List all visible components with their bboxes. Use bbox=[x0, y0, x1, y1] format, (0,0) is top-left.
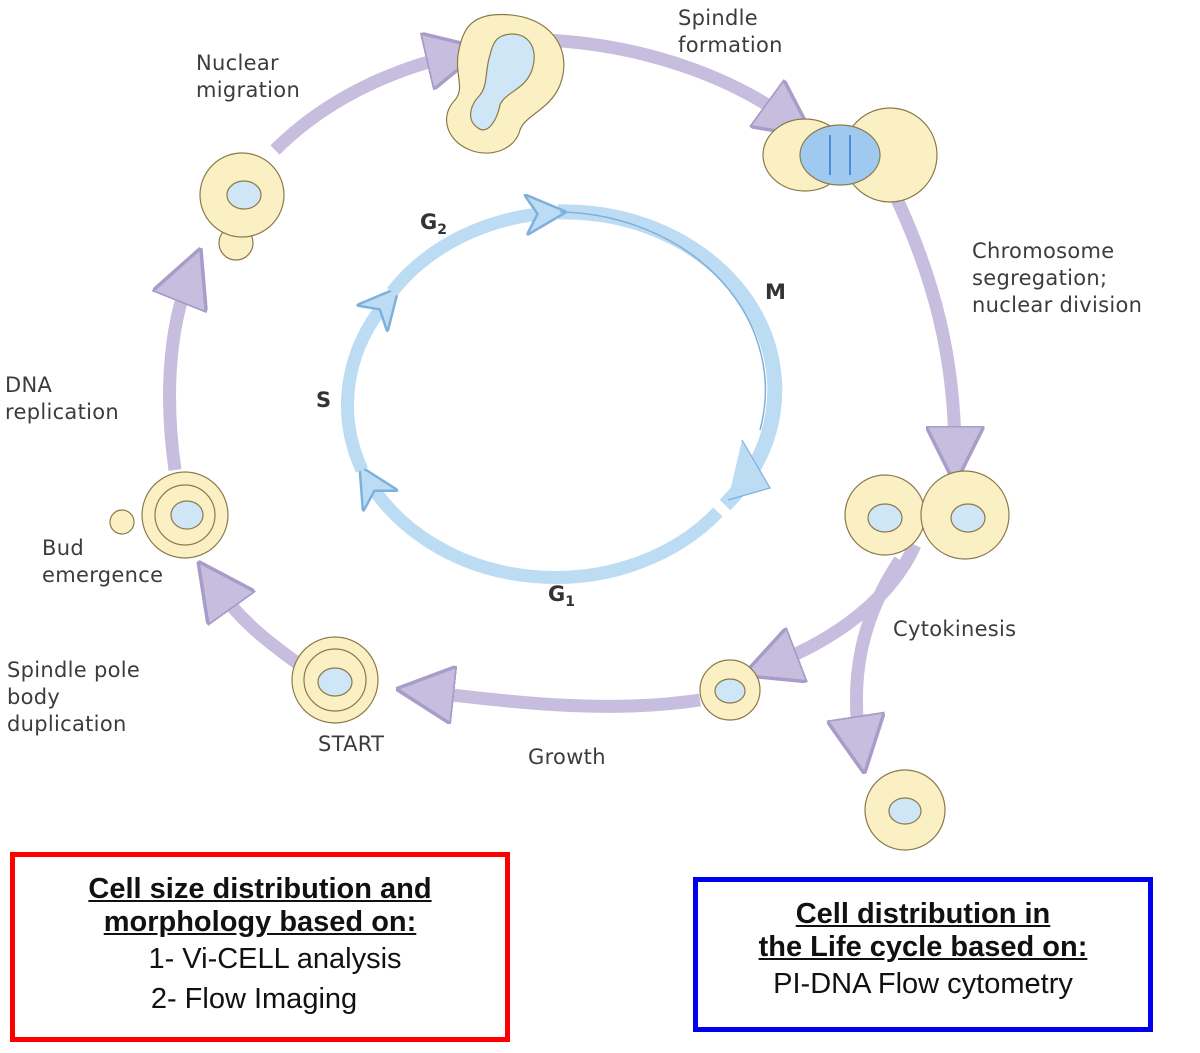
label-line: Bud bbox=[42, 536, 84, 560]
cell-size-method-box: Cell size distribution and morphology ba… bbox=[10, 852, 510, 1042]
phase-label-g2: G2 bbox=[420, 210, 447, 238]
arrow-bud-emergence bbox=[215, 585, 304, 671]
phase-label-s: S bbox=[316, 388, 332, 412]
phase-subscript: 1 bbox=[565, 594, 575, 610]
label-nuclear-migration: Nuclear migration bbox=[196, 50, 300, 104]
arrow-spindle-formation bbox=[544, 33, 790, 120]
label-spindle-formation: Spindle formation bbox=[678, 5, 783, 59]
label-bud-emergence: Bud emergence bbox=[42, 535, 163, 589]
arrow-dna-replication bbox=[170, 275, 190, 471]
label-line: migration bbox=[196, 78, 301, 102]
life-cycle-method-box: Cell distribution in the Life cycle base… bbox=[693, 877, 1153, 1032]
outer-cycle-arrows bbox=[170, 40, 955, 745]
cell-nuclear-migration bbox=[446, 13, 565, 154]
phase-label-m: M bbox=[765, 280, 786, 304]
phase-arc-m bbox=[557, 204, 783, 511]
cell-bud-emergence bbox=[109, 471, 229, 559]
method-item-vicell: 1- Vi-CELL analysis bbox=[148, 943, 402, 975]
label-line: DNA bbox=[5, 373, 53, 397]
cell-budded bbox=[199, 152, 285, 261]
box-heading: the Life cycle based on: bbox=[758, 931, 1088, 963]
box-heading: Cell size distribution and bbox=[88, 873, 432, 905]
label-line: segregation; bbox=[972, 266, 1108, 290]
box-heading: Cell distribution in bbox=[795, 898, 1051, 930]
label-growth: Growth bbox=[528, 745, 606, 769]
cell-start bbox=[291, 636, 379, 724]
m-arc-edge bbox=[559, 211, 767, 431]
label-spindle-pole: Spindle pole body duplication bbox=[7, 657, 140, 738]
label-line: Chromosome bbox=[972, 239, 1115, 263]
label-chromosome-segregation: Chromosome segregation; nuclear division bbox=[972, 238, 1142, 319]
cell-nuclear-division bbox=[844, 470, 1010, 560]
phase-letter: G bbox=[548, 582, 566, 606]
label-line: Spindle bbox=[678, 6, 758, 30]
arrow-cytokinesis-mother bbox=[856, 556, 906, 745]
arrow-nuclear-migration bbox=[270, 55, 455, 155]
label-line: emergence bbox=[42, 563, 164, 587]
label-start: START bbox=[318, 732, 385, 756]
phase-arc-g1 bbox=[368, 480, 723, 584]
cell-mother bbox=[864, 769, 946, 851]
cell-spindle-formation bbox=[762, 107, 938, 203]
method-item-flow-imaging: 2- Flow Imaging bbox=[150, 983, 358, 1015]
cell-daughter bbox=[699, 659, 761, 721]
label-line: body bbox=[7, 685, 61, 709]
phase-letter: G bbox=[420, 210, 438, 234]
phase-arc-g2 bbox=[386, 213, 550, 297]
label-cytokinesis: Cytokinesis bbox=[893, 617, 1017, 641]
label-line: nuclear division bbox=[972, 293, 1143, 317]
method-item-pi-dna: PI-DNA Flow cytometry bbox=[773, 968, 1073, 1000]
label-dna-replication: DNA replication bbox=[5, 372, 119, 426]
label-line: formation bbox=[678, 33, 783, 57]
label-line: duplication bbox=[7, 712, 127, 736]
phase-arc-s bbox=[341, 300, 388, 473]
inner-phase-ring bbox=[341, 204, 783, 584]
phase-label-g1: G1 bbox=[548, 582, 575, 610]
m-arrowhead bbox=[727, 439, 771, 501]
phase-subscript: 2 bbox=[437, 222, 447, 238]
label-line: Nuclear bbox=[196, 51, 279, 75]
arrow-growth bbox=[425, 692, 701, 706]
arrow-chromosome-segregation bbox=[889, 192, 955, 455]
cells bbox=[109, 13, 1010, 851]
label-line: Spindle pole bbox=[7, 658, 141, 682]
box-heading: morphology based on: bbox=[103, 906, 417, 938]
label-line: replication bbox=[5, 400, 120, 424]
